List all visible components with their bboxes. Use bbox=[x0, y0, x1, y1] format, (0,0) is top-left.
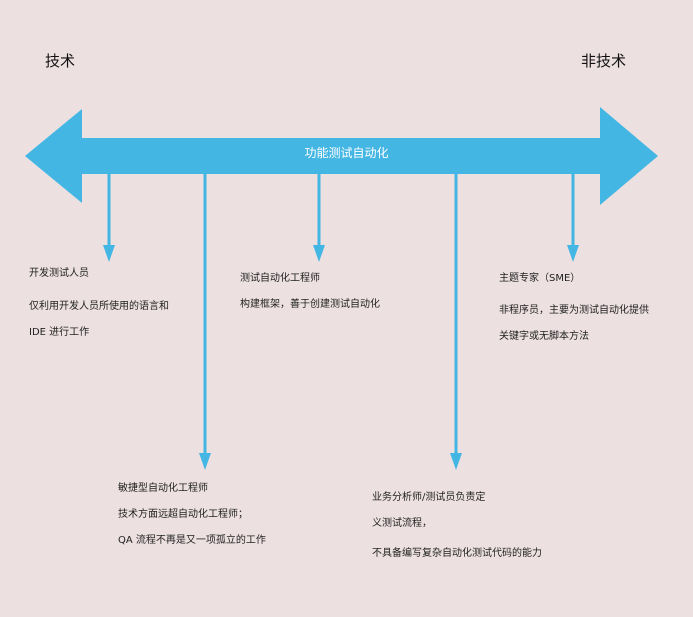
pointer-arrow-agile bbox=[199, 174, 211, 470]
double-headed-arrow bbox=[25, 107, 658, 205]
role-title: 业务分析师/测试员负责定 bbox=[372, 492, 486, 503]
pointer-arrow-sme bbox=[567, 174, 579, 262]
technical-end-label: 技术 bbox=[45, 52, 76, 70]
role-description-line: 义测试流程， bbox=[372, 518, 432, 529]
role-title: 测试自动化工程师 bbox=[240, 273, 320, 284]
pointer-arrow-engineer bbox=[313, 174, 325, 262]
role-description-line: 技术方面远超自动化工程师； bbox=[118, 509, 248, 520]
role-description-line: IDE 进行工作 bbox=[29, 327, 90, 338]
role-description-line: 仅利用开发人员所使用的语言和 bbox=[29, 301, 169, 312]
role-title: 主题专家（SME） bbox=[499, 273, 581, 284]
role-title: 敏捷型自动化工程师 bbox=[118, 483, 208, 494]
role-title: 开发测试人员 bbox=[29, 268, 89, 279]
pointer-arrow-developer bbox=[103, 174, 115, 262]
role-description-line: 构建框架，善于创建测试自动化 bbox=[240, 299, 380, 310]
role-description-line: 关键字或无脚本方法 bbox=[499, 331, 589, 342]
axis-title: 功能测试自动化 bbox=[304, 146, 389, 160]
role-description-line: 不具备编写复杂自动化测试代码的能力 bbox=[372, 548, 542, 559]
role-description-line: 非程序员，主要为测试自动化提供 bbox=[499, 305, 649, 316]
role-description-line: QA 流程不再是又一项孤立的工作 bbox=[118, 535, 266, 546]
non-technical-end-label: 非技术 bbox=[581, 52, 627, 70]
pointer-arrow-ba bbox=[450, 174, 462, 470]
